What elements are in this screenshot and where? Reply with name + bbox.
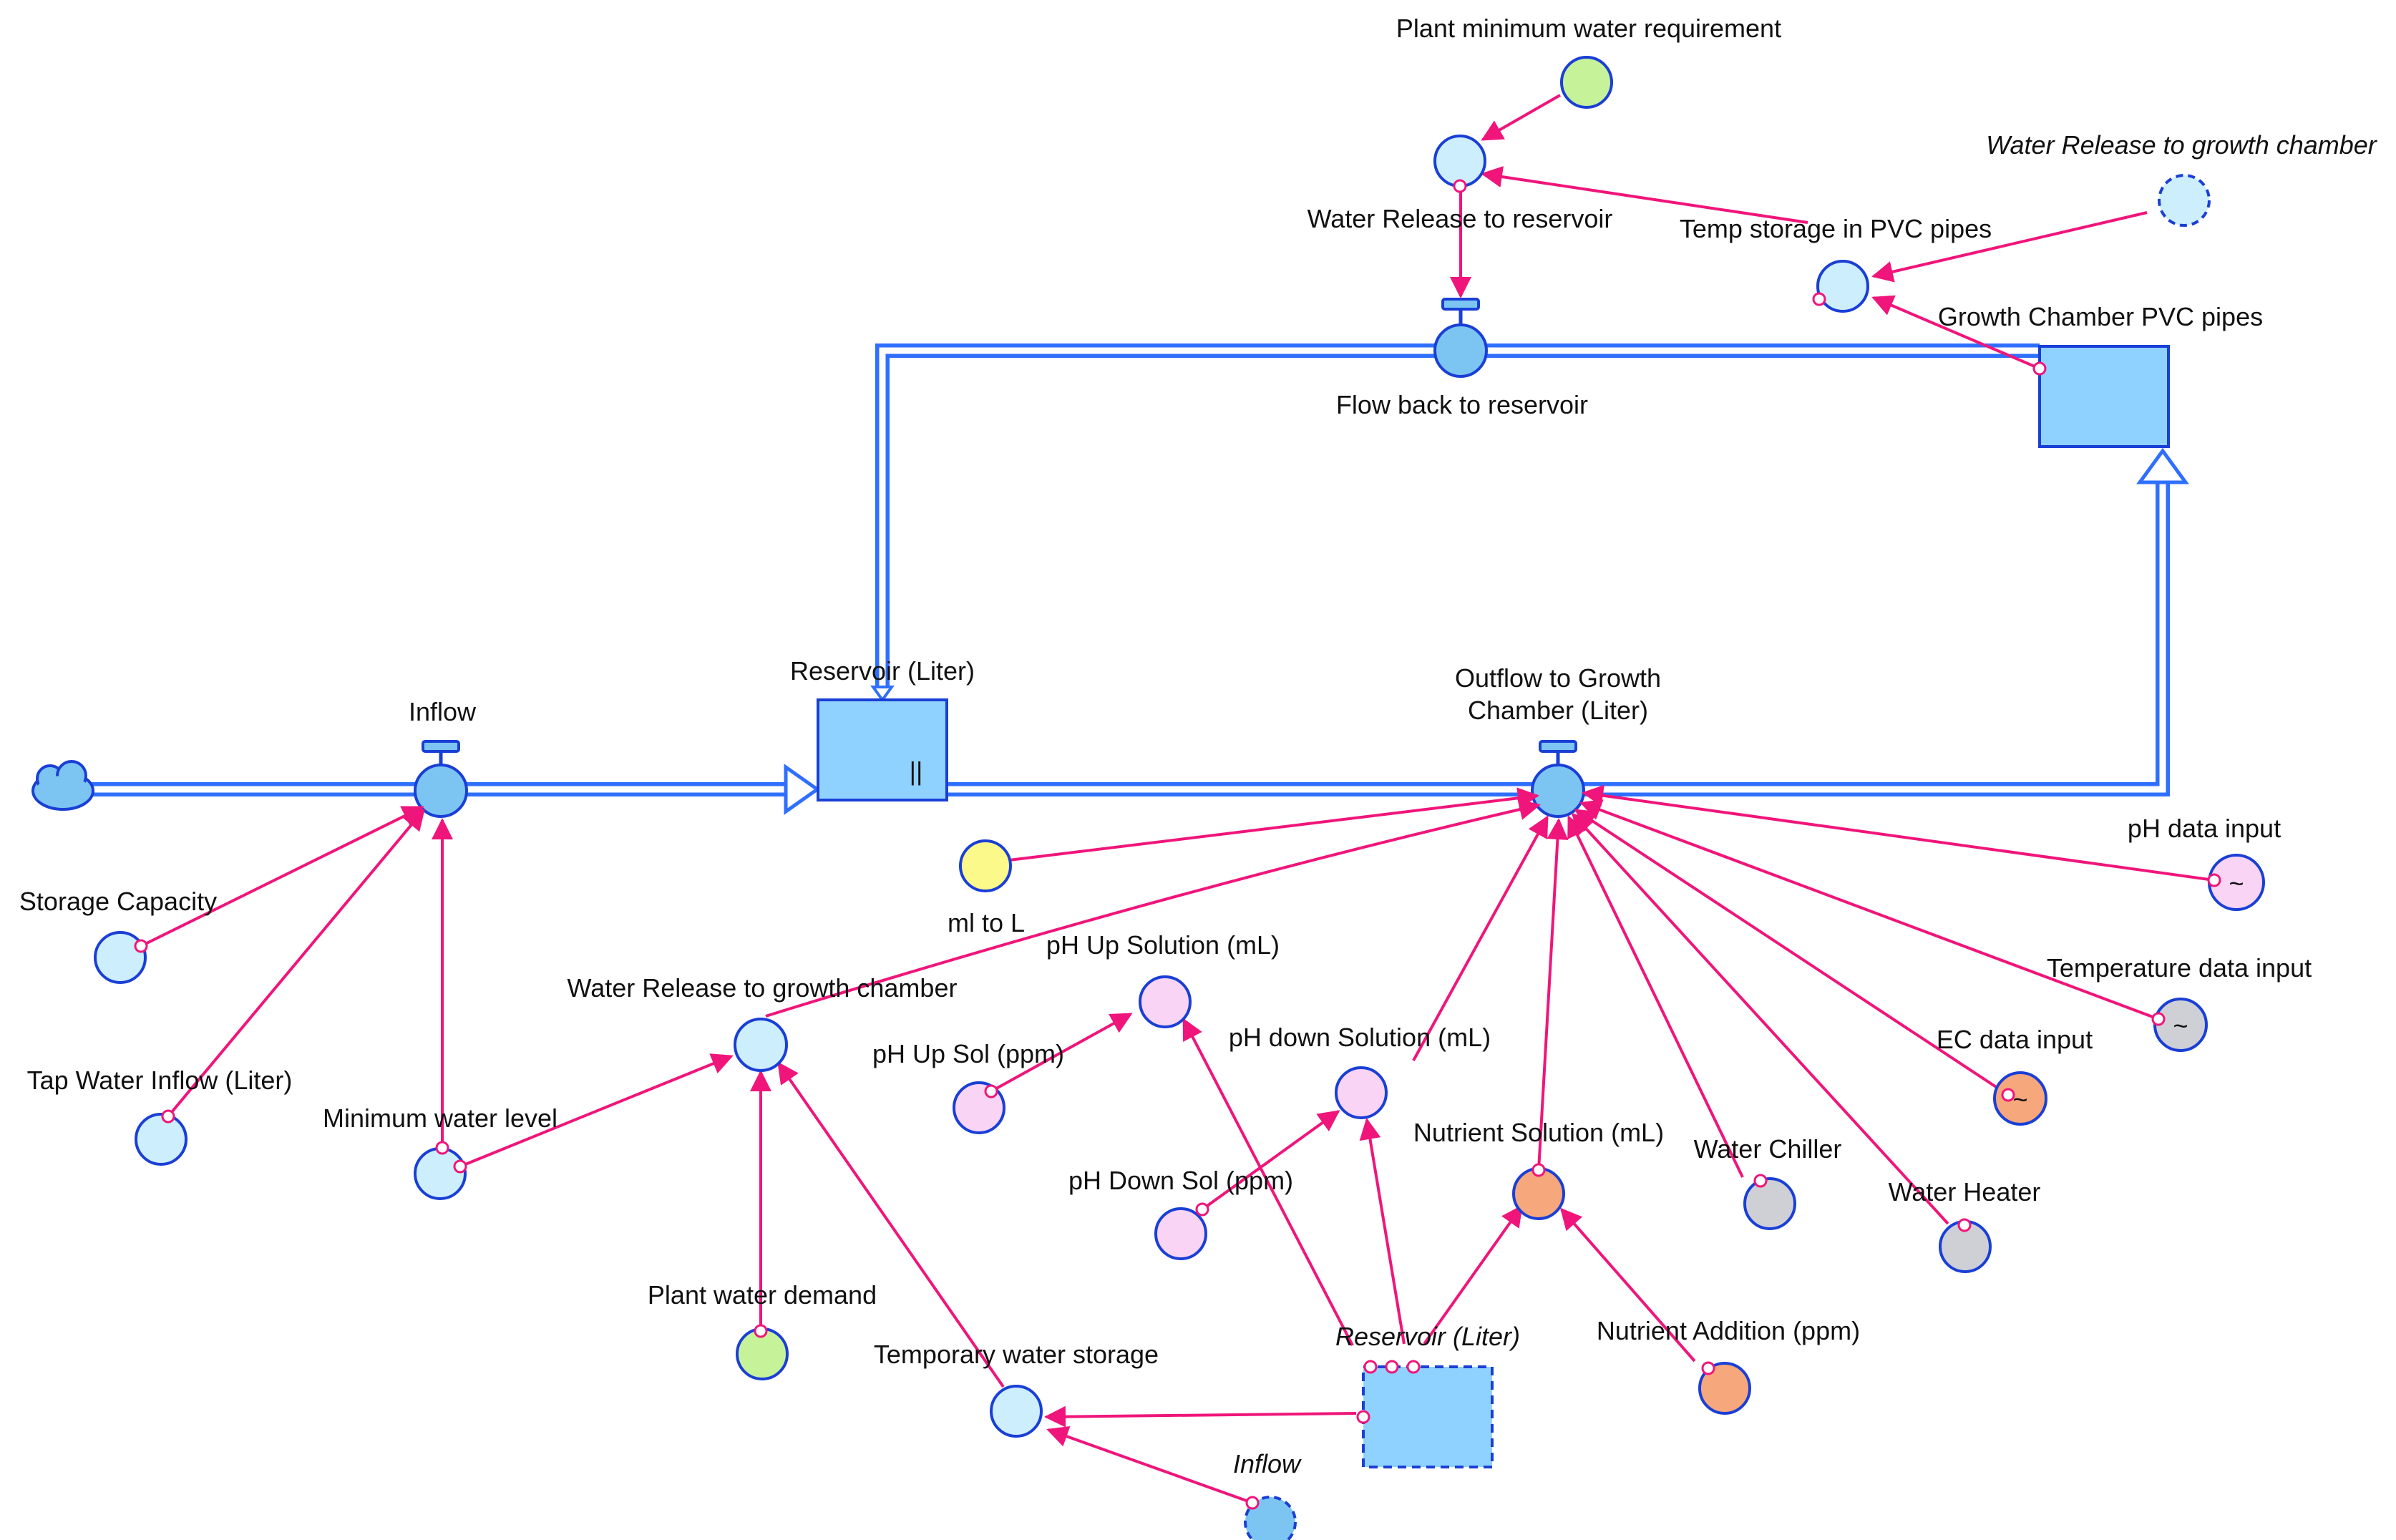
temperature-data-converter[interactable]: ~ bbox=[2153, 998, 2208, 1052]
storage-capacity-converter[interactable] bbox=[94, 931, 147, 984]
outflow-arrowhead bbox=[2136, 447, 2189, 484]
causal-links bbox=[140, 94, 2215, 1504]
link bbox=[990, 1013, 1133, 1093]
ph-down-sol-converter[interactable] bbox=[1154, 1207, 1207, 1260]
flow-back-label: Flow back to reservoir bbox=[1336, 390, 1588, 419]
link bbox=[140, 806, 424, 947]
link bbox=[1571, 812, 1949, 1225]
outflow-valve[interactable] bbox=[1531, 740, 1585, 818]
temperature-data-label: Temperature data input bbox=[2047, 953, 2312, 983]
nutrient-solution-label: Nutrient Solution (mL) bbox=[1413, 1118, 1664, 1147]
graph-icon: ~ bbox=[2173, 1011, 2188, 1041]
inflow-arrowhead bbox=[784, 764, 821, 815]
link bbox=[1412, 815, 1549, 1061]
reservoir-stock-marker: || bbox=[910, 756, 923, 786]
water-heater-label: Water Heater bbox=[1889, 1177, 2041, 1207]
reservoir-ghost-stock[interactable] bbox=[1362, 1365, 1494, 1468]
water-release-reservoir-label: Water Release to reservoir bbox=[1307, 204, 1613, 233]
link bbox=[1560, 1207, 1696, 1363]
link bbox=[1008, 787, 1539, 862]
nutrient-addition-label: Nutrient Addition (ppm) bbox=[1597, 1316, 1860, 1345]
link bbox=[1201, 1110, 1340, 1211]
inflow-ghost-label: Inflow bbox=[1233, 1449, 1302, 1478]
link bbox=[1871, 295, 2040, 370]
temporary-storage-converter[interactable] bbox=[990, 1385, 1043, 1438]
plant-min-req-converter[interactable] bbox=[1560, 56, 1613, 109]
link bbox=[1582, 784, 2215, 882]
ml-to-l-converter[interactable] bbox=[959, 839, 1012, 892]
link bbox=[1423, 1204, 1523, 1345]
ph-down-solution-converter[interactable] bbox=[1335, 1066, 1388, 1119]
water-chiller-converter[interactable] bbox=[1743, 1177, 1796, 1230]
water-release-gc-ghost-converter[interactable] bbox=[2158, 174, 2211, 227]
plant-water-demand-label: Plant water demand bbox=[648, 1280, 877, 1310]
reservoir-stock[interactable]: || bbox=[817, 698, 948, 801]
storage-capacity-label: Storage Capacity bbox=[19, 887, 217, 916]
temporary-storage-label: Temporary water storage bbox=[874, 1340, 1159, 1369]
minimum-water-label: Minimum water level bbox=[323, 1103, 557, 1133]
flow-back-pipe bbox=[870, 343, 2040, 703]
inflow-label: Inflow bbox=[409, 697, 477, 726]
link bbox=[1481, 166, 1808, 224]
reservoir-ghost-label: Reservoir (Liter) bbox=[1335, 1322, 1520, 1351]
water-release-gc-ghost-label: Water Release to growth chamber bbox=[1986, 130, 2378, 160]
link bbox=[777, 1061, 1005, 1388]
ph-up-sol-label: pH Up Sol (ppm) bbox=[872, 1039, 1064, 1068]
outflow-pipe bbox=[946, 447, 2189, 796]
source-cloud-icon bbox=[31, 760, 94, 811]
ph-down-sol-label: pH Down Sol (ppm) bbox=[1068, 1166, 1293, 1195]
water-chiller-label: Water Chiller bbox=[1694, 1134, 1842, 1164]
reservoir-label: Reservoir (Liter) bbox=[790, 656, 975, 686]
graph-icon: ~ bbox=[2012, 1085, 2027, 1114]
water-release-gc-converter[interactable] bbox=[734, 1018, 788, 1072]
diagram-labels: Plant minimum water requirement Water Re… bbox=[19, 14, 2378, 1478]
link bbox=[1574, 809, 2010, 1096]
inflow-ghost-converter[interactable] bbox=[1244, 1496, 1297, 1540]
temp-storage-pvc-label: Temp storage in PVC pipes bbox=[1680, 214, 1992, 243]
graph-icon: ~ bbox=[2229, 869, 2244, 898]
ec-data-label: EC data input bbox=[1937, 1025, 2093, 1054]
link bbox=[1481, 94, 1561, 141]
link-origin-dots bbox=[134, 179, 2221, 1510]
flow-back-valve[interactable] bbox=[1433, 298, 1488, 378]
plant-min-req-label: Plant minimum water requirement bbox=[1396, 14, 1781, 43]
outflow-label-line1: Outflow to Growth bbox=[1455, 663, 1661, 693]
ph-up-solution-converter[interactable] bbox=[1139, 975, 1192, 1028]
ml-to-l-label: ml to L bbox=[948, 908, 1025, 937]
tap-water-label: Tap Water Inflow (Liter) bbox=[27, 1066, 293, 1095]
inflow-valve[interactable] bbox=[414, 740, 468, 818]
flow-back-arrowhead bbox=[870, 686, 895, 703]
link bbox=[1579, 799, 2159, 1020]
ph-up-solution-label: pH Up Solution (mL) bbox=[1046, 930, 1280, 960]
temp-storage-pvc-converter[interactable] bbox=[1816, 260, 1869, 313]
water-release-gc-label: Water Release to growth chamber bbox=[568, 973, 958, 1003]
link bbox=[1044, 1405, 1357, 1428]
water-release-reservoir-converter[interactable] bbox=[1433, 135, 1486, 187]
ph-data-label: pH data input bbox=[2128, 814, 2281, 843]
link bbox=[1567, 815, 1744, 1178]
nutrient-addition-converter[interactable] bbox=[1698, 1362, 1751, 1415]
ph-data-converter[interactable]: ~ bbox=[2208, 854, 2265, 911]
link bbox=[1871, 211, 2148, 283]
outflow-label-line2: Chamber (Liter) bbox=[1468, 696, 1648, 725]
minimum-water-converter[interactable] bbox=[414, 1147, 467, 1200]
link bbox=[1046, 1426, 1253, 1504]
ec-data-converter[interactable]: ~ bbox=[1993, 1071, 2047, 1126]
growth-chamber-pvc-label: Growth Chamber PVC pipes bbox=[1938, 302, 2263, 331]
link bbox=[765, 799, 1541, 1018]
tap-water-converter[interactable] bbox=[135, 1113, 188, 1166]
link bbox=[167, 808, 425, 1118]
link bbox=[1182, 1018, 1354, 1346]
ph-down-solution-label: pH down Solution (mL) bbox=[1229, 1023, 1491, 1052]
link bbox=[1359, 1118, 1406, 1345]
link bbox=[1537, 818, 1569, 1171]
growth-chamber-stock[interactable] bbox=[2038, 345, 2170, 448]
link bbox=[459, 1053, 734, 1168]
